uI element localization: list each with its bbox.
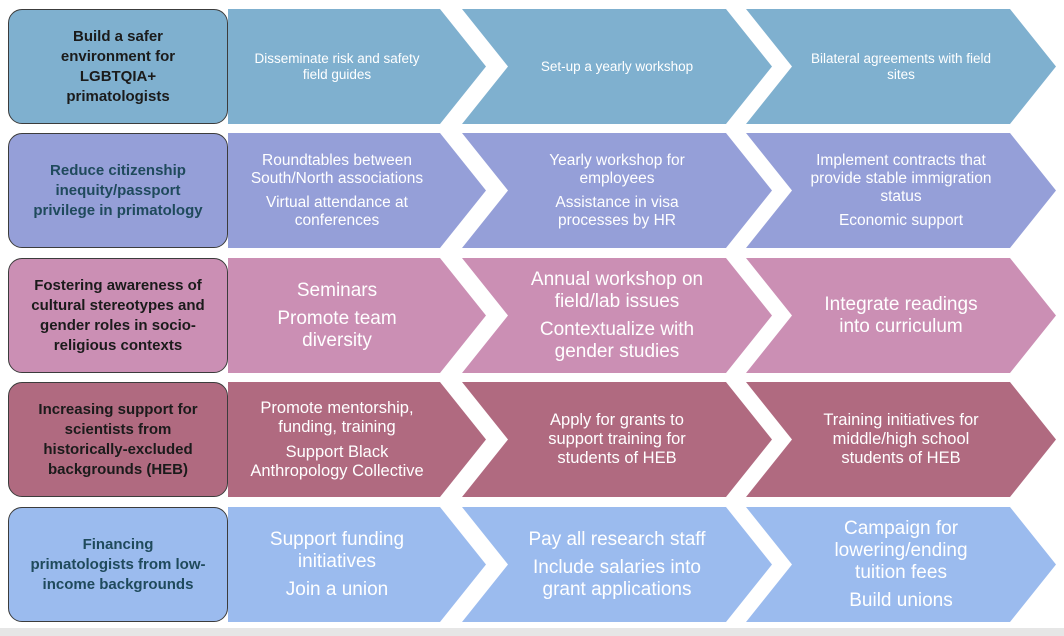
step-chevron: Promote mentorship, funding, training Su… — [228, 382, 486, 497]
step-text: Economic support — [838, 211, 964, 229]
step-text: Integrate readings into curriculum — [824, 293, 978, 337]
step-text: Disseminate risk and safety field guides — [254, 50, 420, 82]
step-text: Pay all research staff — [528, 528, 706, 550]
step-text: Campaign for lowering/ending tuition fee… — [834, 517, 968, 583]
step-text: Assistance in visa processes by HR — [555, 193, 679, 229]
step-chevron: Bilateral agreements with field sites — [746, 9, 1056, 124]
step-text: Training initiatives for middle/high sch… — [823, 411, 979, 467]
step-text: Bilateral agreements with field sites — [810, 50, 992, 82]
step-chevron: Implement contracts that provide stable … — [746, 133, 1056, 248]
step-text: Support Black Anthropology Collective — [250, 442, 424, 480]
step-chevron: Annual workshop on field/lab issues Cont… — [462, 258, 772, 373]
step-chevron: Campaign for lowering/ending tuition fee… — [746, 507, 1056, 622]
step-text: Support funding initiatives — [269, 528, 405, 572]
goal-box: Reduce citizenship inequity/passport pri… — [8, 133, 228, 248]
goal-box: Build a safer environment for LGBTQIA+ p… — [8, 9, 228, 124]
step-chevron: Disseminate risk and safety field guides — [228, 9, 486, 124]
step-text: Seminars — [296, 279, 378, 301]
step-chevron: Integrate readings into curriculum — [746, 258, 1056, 373]
step-chevron: Training initiatives for middle/high sch… — [746, 382, 1056, 497]
bottom-bar — [0, 628, 1064, 636]
step-text: Yearly workshop for employees — [549, 151, 685, 187]
step-chevron: Set-up a yearly workshop — [462, 9, 772, 124]
step-text: Set-up a yearly workshop — [540, 58, 694, 74]
step-chevron: Seminars Promote team diversity — [228, 258, 486, 373]
step-text: Promote mentorship, funding, training — [260, 398, 414, 436]
step-text: Promote team diversity — [277, 307, 397, 351]
step-chevron: Apply for grants to support training for… — [462, 382, 772, 497]
step-text: Build unions — [849, 589, 953, 611]
step-text: Join a union — [285, 578, 389, 600]
goal-box: Financing primatologists from low- incom… — [8, 507, 228, 622]
step-text: Contextualize with gender studies — [539, 318, 695, 362]
step-text: Apply for grants to support training for… — [548, 411, 686, 467]
goal-box: Increasing support for scientists from h… — [8, 382, 228, 497]
step-text: Virtual attendance at conferences — [266, 193, 408, 229]
step-text: Include salaries into grant applications — [533, 556, 701, 600]
step-text: Implement contracts that provide stable … — [810, 151, 992, 205]
step-text: Annual workshop on field/lab issues — [530, 268, 704, 312]
step-chevron: Yearly workshop for employees Assistance… — [462, 133, 772, 248]
step-chevron: Roundtables between South/North associat… — [228, 133, 486, 248]
step-chevron: Pay all research staff Include salaries … — [462, 507, 772, 622]
goal-box: Fostering awareness of cultural stereoty… — [8, 258, 228, 373]
step-text: Roundtables between South/North associat… — [250, 151, 424, 187]
step-chevron: Support funding initiatives Join a union — [228, 507, 486, 622]
